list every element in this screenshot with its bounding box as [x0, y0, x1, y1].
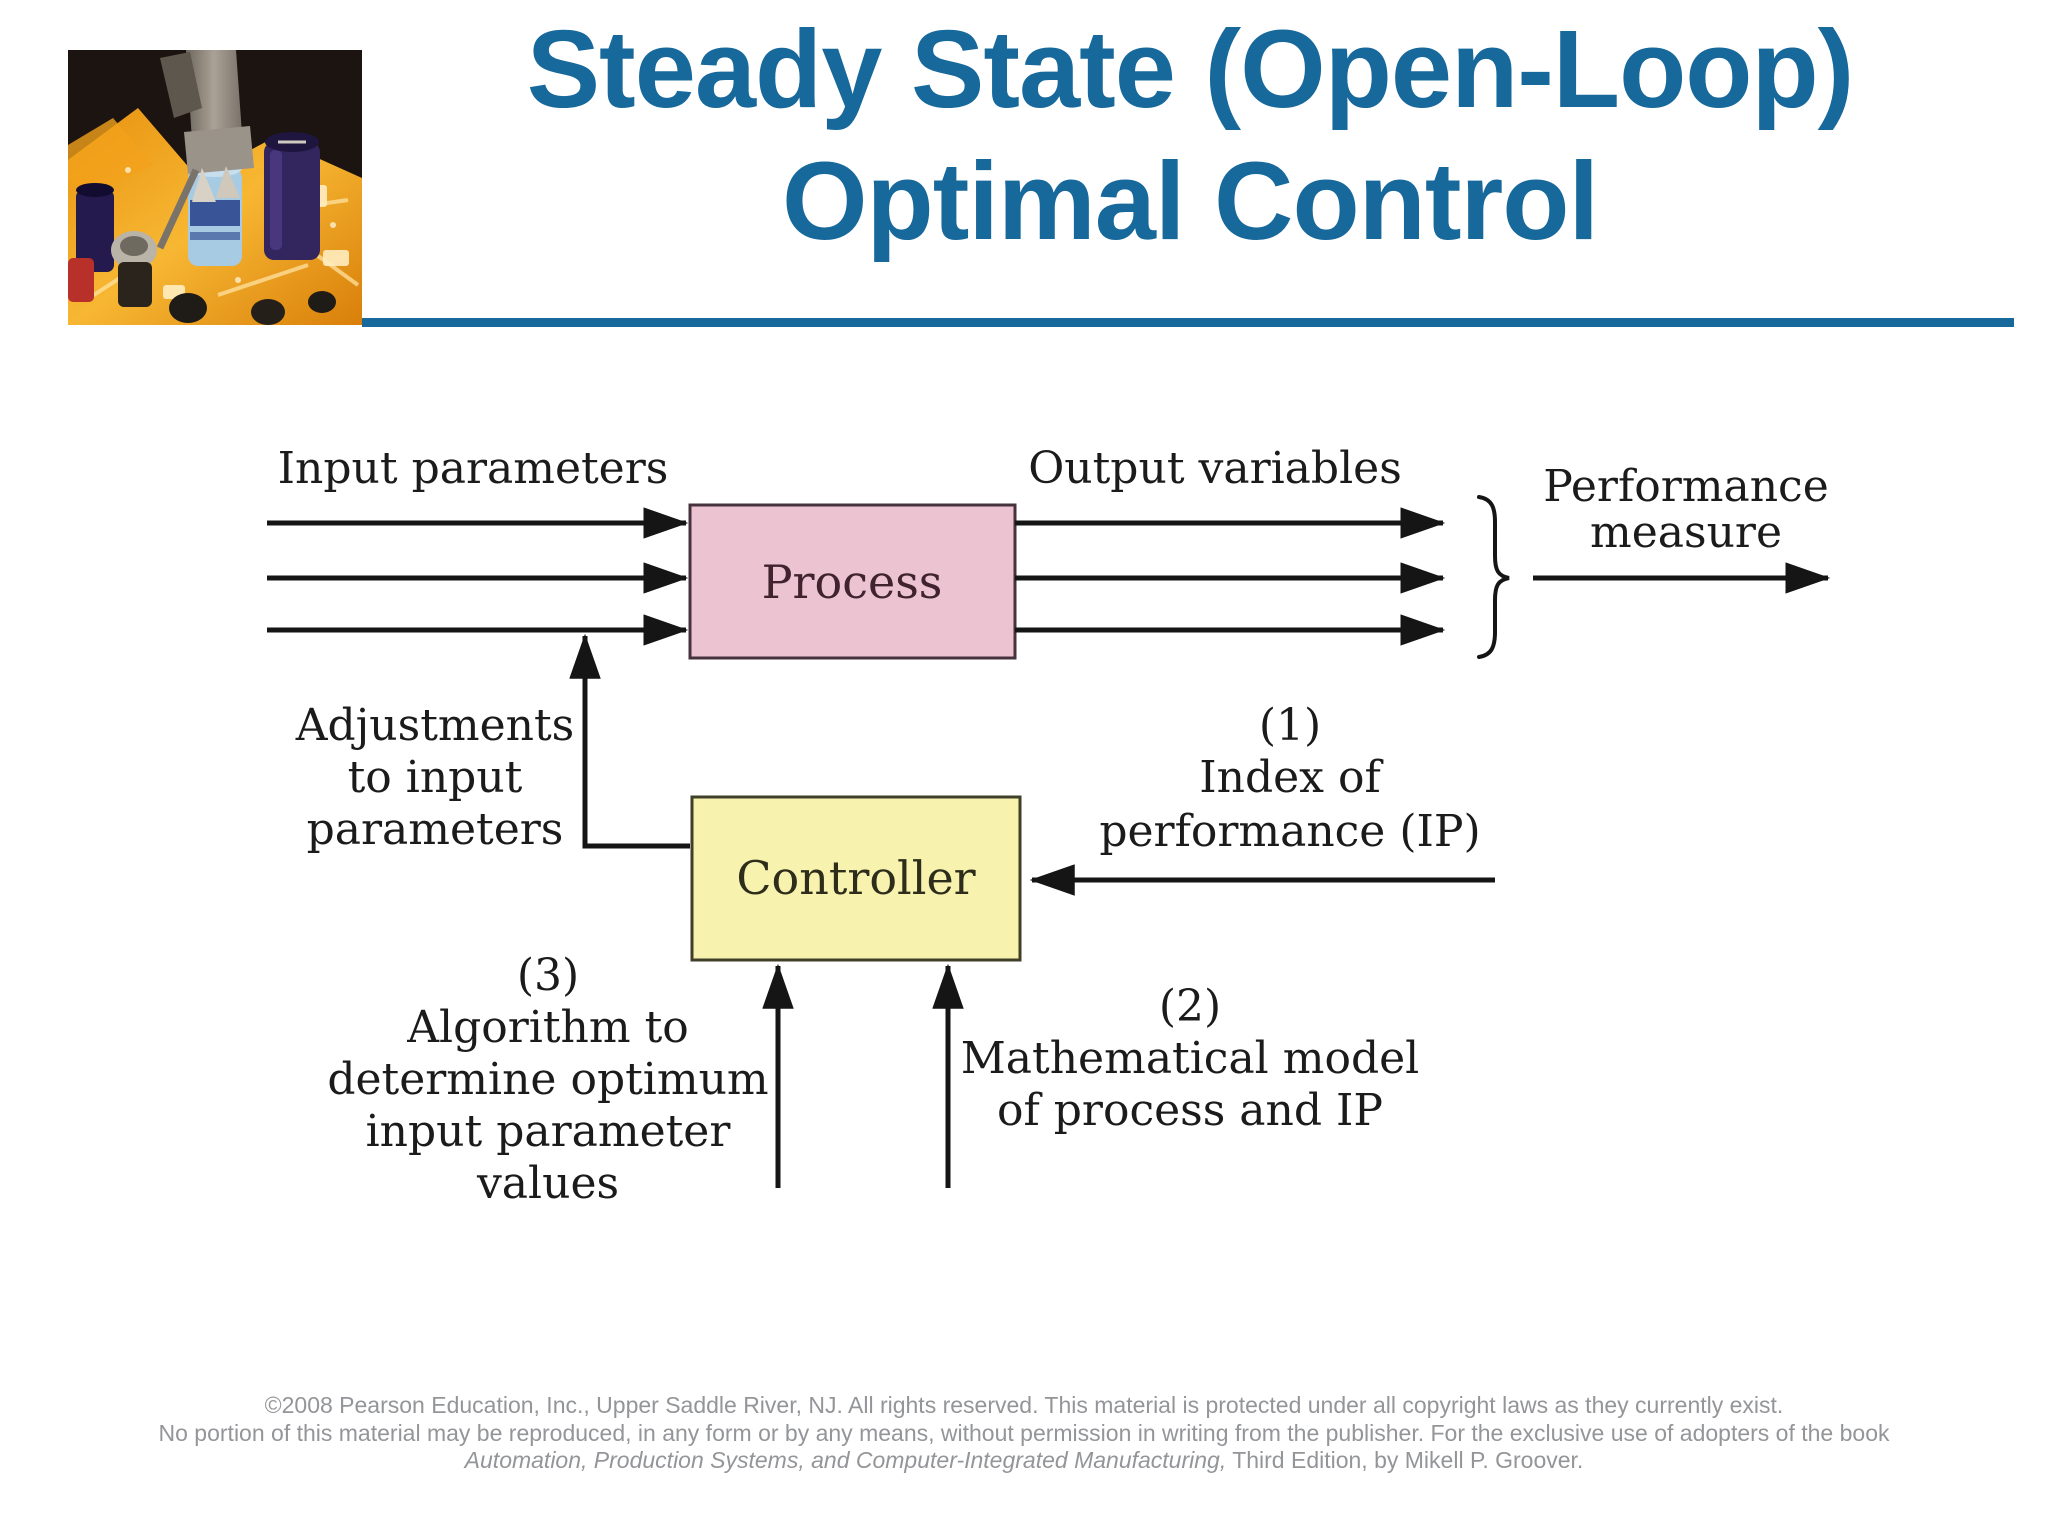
note-3-line2: determine optimum — [327, 1054, 768, 1105]
slide-title: Steady State (Open-Loop) Optimal Control — [370, 4, 2010, 268]
note-2-number: (2) — [1159, 981, 1221, 1032]
note-3-number: (3) — [517, 950, 579, 1001]
label-adjustments-line1: Adjustments — [295, 700, 575, 751]
label-adjustments-line3: parameters — [307, 804, 564, 855]
process-box-label: Process — [762, 555, 943, 609]
slide-title-line1: Steady State (Open-Loop) — [526, 8, 1855, 131]
note-3-line3: input parameter — [366, 1106, 732, 1157]
label-adjustments-line2: to input — [348, 752, 523, 803]
copyright-line2: No portion of this material may be repro… — [158, 1419, 1890, 1446]
copyright-line1: ©2008 Pearson Education, Inc., Upper Sad… — [264, 1392, 1784, 1418]
copyright-line3: Automation, Production Systems, and Comp… — [0, 1447, 2048, 1475]
label-performance-line2: measure — [1590, 507, 1782, 558]
note-2-line2: of process and IP — [997, 1085, 1383, 1136]
note-1-line1: Index of — [1199, 752, 1383, 803]
title-divider-rule — [362, 318, 2014, 327]
label-output-variables: Output variables — [1028, 443, 1402, 494]
circuit-board-photo — [68, 50, 362, 325]
controller-box-label: Controller — [736, 851, 975, 905]
label-performance-line1: Performance — [1543, 461, 1828, 512]
label-input-parameters: Input parameters — [278, 443, 669, 494]
copyright-line3-rest: Third Edition, by Mikell P. Groover. — [1226, 1447, 1584, 1473]
slide-title-line2: Optimal Control — [781, 140, 1599, 263]
note-3-line1: Algorithm to — [406, 1002, 689, 1053]
note-2-line1: Mathematical model — [961, 1033, 1419, 1084]
note-3-line4: values — [476, 1158, 619, 1209]
adjustment-connector-arrow — [569, 633, 690, 849]
note-1-number: (1) — [1259, 700, 1321, 751]
copyright-footer: ©2008 Pearson Education, Inc., Upper Sad… — [0, 1392, 2048, 1475]
note-1-line2: performance (IP) — [1099, 806, 1480, 857]
book-title-italic: Automation, Production Systems, and Comp… — [464, 1447, 1227, 1473]
output-brace — [1477, 495, 1510, 659]
controller-box — [690, 795, 1022, 962]
process-box — [688, 503, 1017, 660]
circuit-board-photo-art — [68, 50, 362, 325]
